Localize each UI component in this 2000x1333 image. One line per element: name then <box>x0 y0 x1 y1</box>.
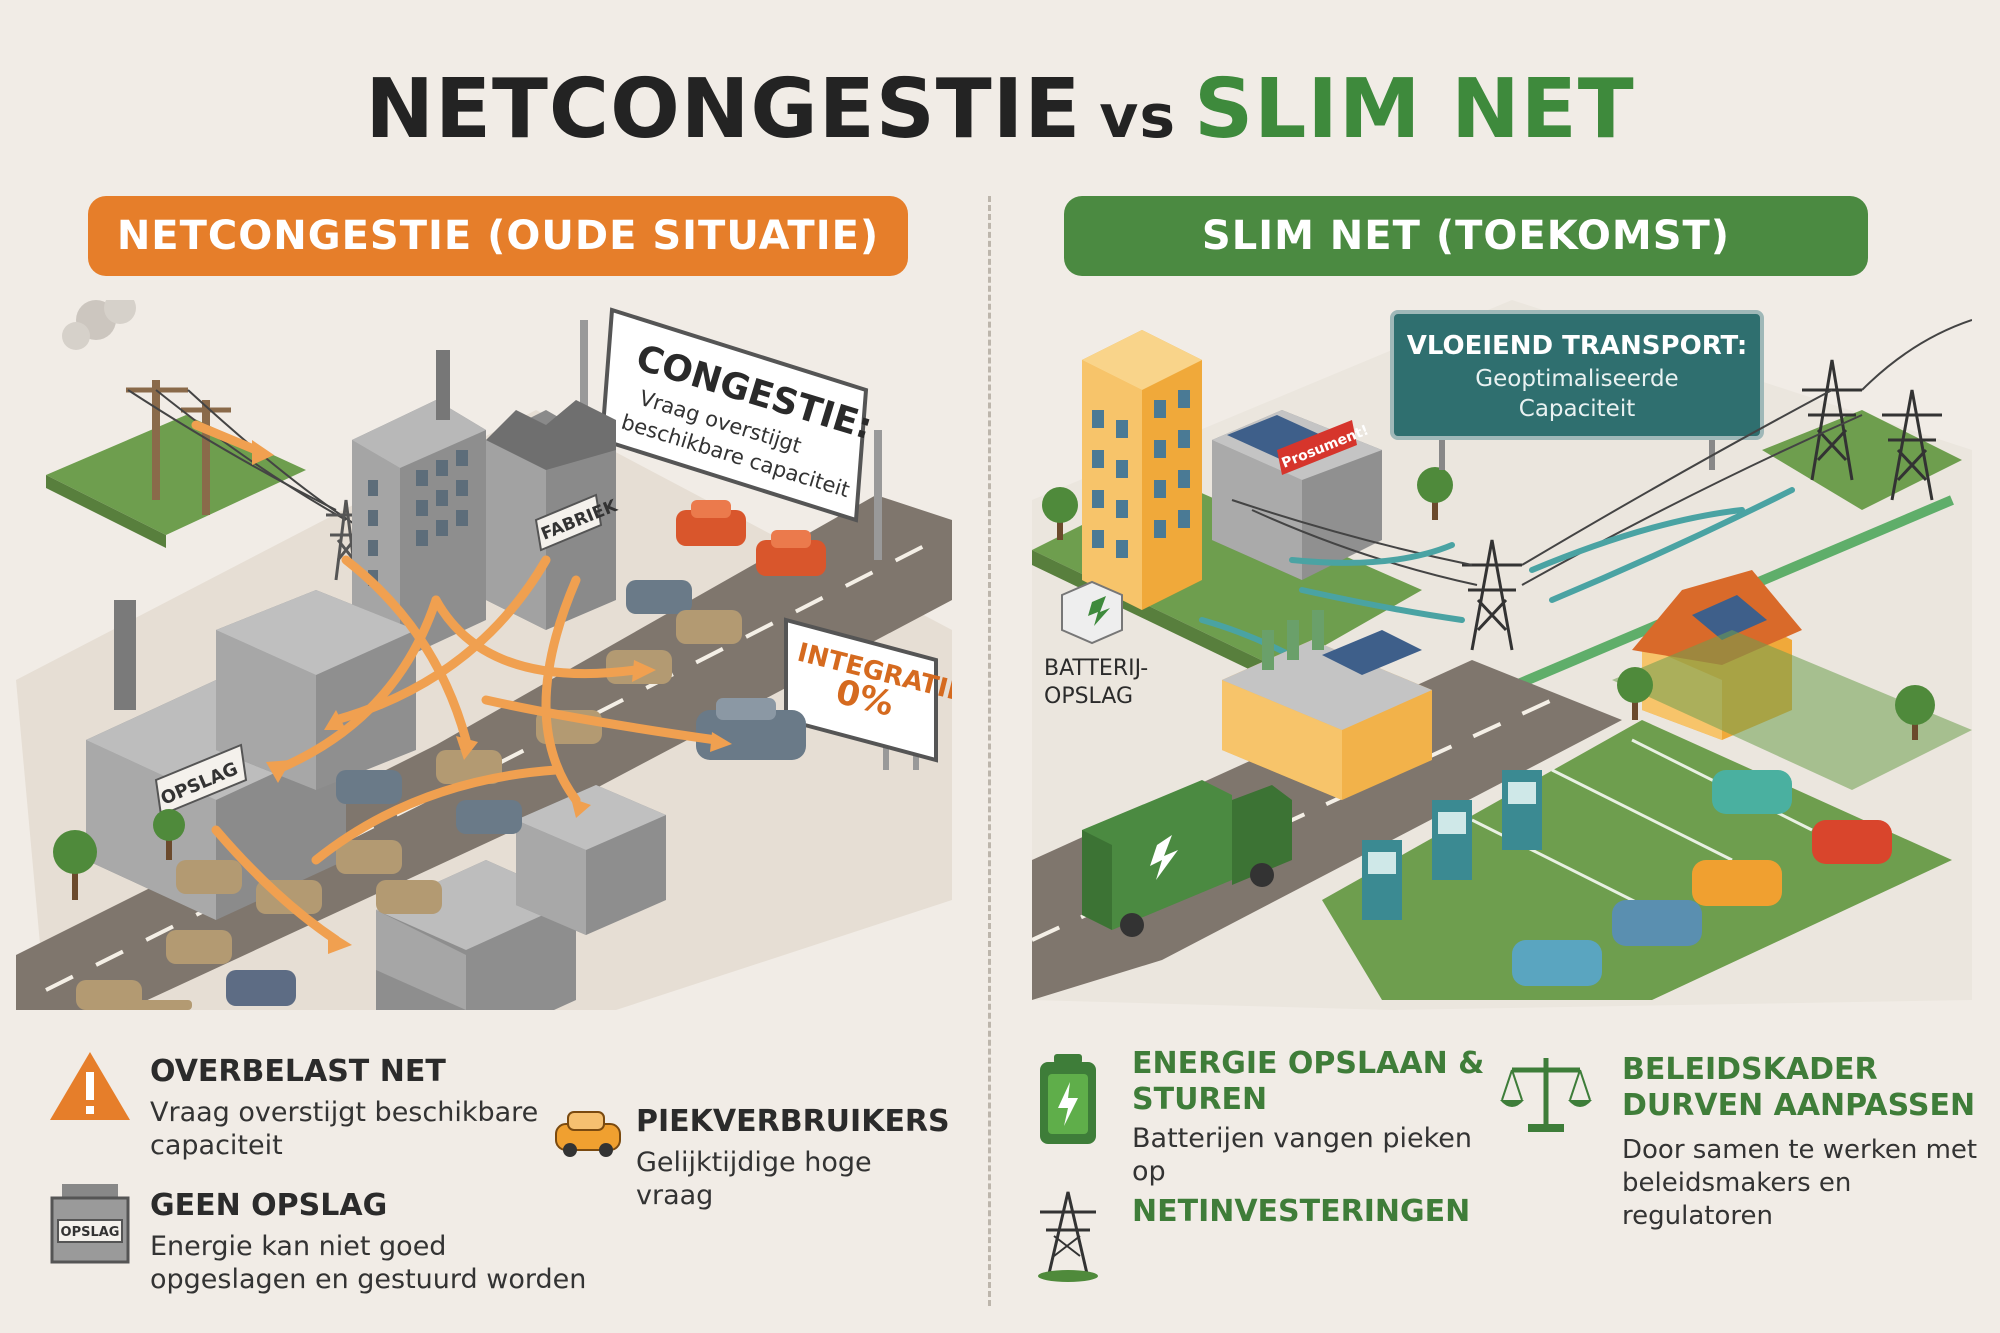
congestion-scene: CONGESTIE: Vraag overstijgt beschikbare … <box>16 300 952 1010</box>
battery-icon <box>1040 1054 1096 1144</box>
car-icon <box>176 860 242 894</box>
grass-patch <box>46 415 306 535</box>
tree-icon <box>1417 467 1453 520</box>
ev-charger-icon <box>1362 840 1402 920</box>
integration-sign <box>784 617 938 770</box>
storage-box-icon: OPSLAG <box>50 1184 130 1264</box>
legend-title: ENERGIE OPSLAAN & STUREN <box>1132 1046 1484 1118</box>
car-icon <box>756 530 826 576</box>
tree-icon <box>1895 685 1935 740</box>
car-icon <box>126 1000 192 1010</box>
smooth-transport-line1: Geoptimaliseerde <box>1475 366 1678 392</box>
car-icon <box>226 970 296 1006</box>
car-icon <box>696 698 806 760</box>
banner-slim-net: SLIM NET (TOEKOMST) <box>1064 196 1868 276</box>
legend-netinvesteringen: NETINVESTERINGEN <box>1030 1186 1510 1286</box>
car-icon <box>555 1111 621 1157</box>
prosumer-building <box>1212 410 1382 580</box>
car-icon <box>676 500 746 546</box>
car-icon <box>1712 770 1792 814</box>
factory-building <box>486 400 616 630</box>
legend-piekverbruikers: PIEKVERBRUIKERS Gelijktijdige hoge vraag <box>550 1100 950 1211</box>
power-pole-icon <box>126 380 231 515</box>
title-vs: vs <box>1099 82 1177 152</box>
car-icon <box>1812 820 1892 864</box>
chaos-arrows <box>191 420 721 945</box>
legend-desc-line: capaciteit <box>150 1130 283 1161</box>
legend-title-line: DURVEN AANPASSEN <box>1622 1088 1976 1123</box>
title-netcongestie: NETCONGESTIE <box>365 62 1082 157</box>
center-divider <box>988 196 991 1306</box>
legend-desc: Energie kan niet goed opgeslagen en gest… <box>150 1230 590 1296</box>
pylon-icon <box>1038 1191 1098 1282</box>
car-icon <box>76 980 142 1010</box>
storage-building <box>86 590 416 920</box>
legend-title-line: STUREN <box>1132 1082 1268 1117</box>
legend-geen-opslag: OPSLAG GEEN OPSLAG Energie kan niet goed… <box>44 1180 604 1310</box>
car-icon <box>1512 940 1602 986</box>
car-icon <box>166 930 232 964</box>
smooth-transport-line2: Capaciteit <box>1519 396 1635 422</box>
legend-title: PIEKVERBRUIKERS <box>636 1104 950 1139</box>
legend-desc-line: Batterijen vangen pieken op <box>1132 1123 1472 1187</box>
legend-desc-line: Energie kan niet goed <box>150 1231 447 1262</box>
car-icon <box>456 800 522 834</box>
legend-desc: Batterijen vangen pieken op <box>1132 1122 1512 1188</box>
solar-panel-icon <box>1692 595 1767 640</box>
legend-desc-line: opgeslagen en gestuurd worden <box>150 1264 587 1295</box>
electric-truck-icon <box>1082 780 1292 937</box>
tree-icon <box>1617 667 1653 720</box>
smooth-transport-title: VLOEIEND TRANSPORT: <box>1407 331 1748 361</box>
legend-desc-line: beleidsmakers en regulatoren <box>1622 1168 1852 1231</box>
ev-charger-icon <box>1432 800 1472 880</box>
legend-title-line: BELEIDSKADER <box>1622 1052 1878 1087</box>
legend-title: OVERBELAST NET <box>150 1054 446 1089</box>
battery-label-1: BATTERIJ- <box>1044 656 1148 681</box>
tree-icon <box>153 809 185 860</box>
tree-icon <box>1042 487 1078 540</box>
legend-desc: Vraag overstijgt beschikbare capaciteit <box>150 1096 570 1162</box>
solar-panel-icon <box>1322 630 1422 675</box>
smooth-transport-sign <box>1390 310 1764 470</box>
car-icon <box>336 840 402 874</box>
battery-icon <box>1061 580 1123 645</box>
legend-desc-line: Door samen te werken met <box>1622 1135 1978 1165</box>
tree-icon <box>53 830 97 900</box>
storage-box-label: OPSLAG <box>61 1225 120 1240</box>
car-icon <box>676 610 742 644</box>
title-slim-net: SLIM NET <box>1194 62 1635 157</box>
car-icon <box>1692 860 1782 906</box>
legend-title: BELEIDSKADER DURVEN AANPASSEN <box>1622 1052 1975 1124</box>
grass-patch <box>1762 410 1962 510</box>
legend-title: GEEN OPSLAG <box>150 1188 388 1223</box>
substation-building <box>1222 610 1432 800</box>
legend-desc: Gelijktijdige hoge vraag <box>636 1146 946 1212</box>
smart-grid-scene: Prosument! VLOEIEND TRANSPORT: Geoptimal… <box>1032 300 1972 1010</box>
car-icon <box>336 770 402 804</box>
legend-energie-opslaan: ENERGIE OPSLAAN & STUREN Batterijen vang… <box>1036 1046 1506 1187</box>
ev-charger-icon <box>1502 770 1542 850</box>
car-icon <box>376 880 442 914</box>
banner-netcongestie: NETCONGESTIE (OUDE SITUATIE) <box>88 196 908 276</box>
legend-beleidskader: BELEIDSKADER DURVEN AANPASSEN Door samen… <box>1500 1052 1990 1231</box>
legend-overbelast-net: OVERBELAST NET Vraag overstijgt beschikb… <box>44 1048 564 1168</box>
legend-desc-line: Gelijktijdige hoge vraag <box>636 1147 872 1211</box>
car-icon <box>626 580 692 614</box>
road <box>1032 660 1622 1000</box>
legend-title-line: ENERGIE OPSLAAN & <box>1132 1046 1485 1081</box>
battery-label-2: OPSLAG <box>1044 684 1133 709</box>
parking-lot <box>1322 720 1952 1000</box>
legend-desc: Door samen te werken met beleidsmakers e… <box>1622 1134 1992 1233</box>
warning-icon <box>50 1052 130 1120</box>
legend-title: NETINVESTERINGEN <box>1132 1194 1471 1229</box>
legend-desc-line: Vraag overstijgt beschikbare <box>150 1097 539 1128</box>
car-icon <box>1612 900 1702 946</box>
pylon-icon <box>1462 359 1942 651</box>
scales-icon <box>1500 1058 1592 1132</box>
